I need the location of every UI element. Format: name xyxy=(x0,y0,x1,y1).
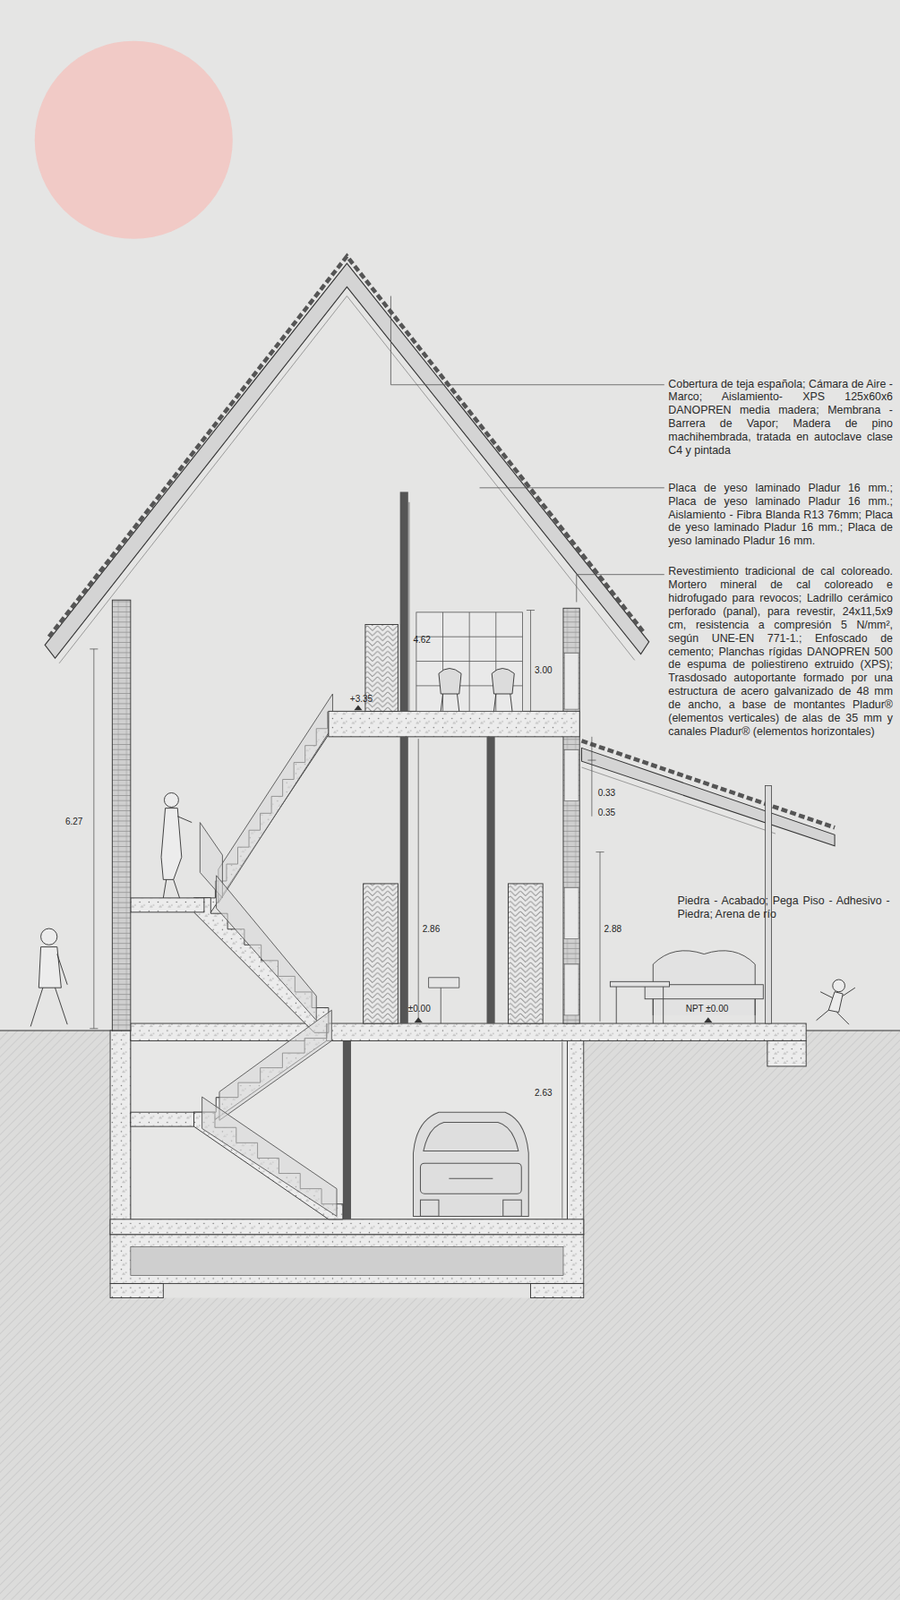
dimension: 0.35 xyxy=(598,807,616,819)
level-mark: ±0.00 xyxy=(408,1003,431,1015)
dimension: 6.27 xyxy=(65,816,83,828)
material-note: Cobertura de teja española; Cámara de Ai… xyxy=(668,377,893,458)
material-note: Piedra - Acabado; Pega Piso - Adhesivo -… xyxy=(677,894,891,922)
dimension: 0.33 xyxy=(598,788,616,799)
dimension: 3.00 xyxy=(534,665,552,677)
dimension: 2.88 xyxy=(604,924,622,935)
dimension: 4.62 xyxy=(412,634,430,646)
level-mark: +3.35 xyxy=(350,694,373,705)
material-note: Revestimiento tradicional de cal colorea… xyxy=(668,565,893,738)
dimension: 2.63 xyxy=(534,1088,552,1099)
level-mark: NPT ±0.00 xyxy=(685,1003,729,1015)
dimension: 2.86 xyxy=(422,924,440,935)
material-note: Placa de yeso laminado Pladur 16 mm.; Pl… xyxy=(668,481,893,549)
